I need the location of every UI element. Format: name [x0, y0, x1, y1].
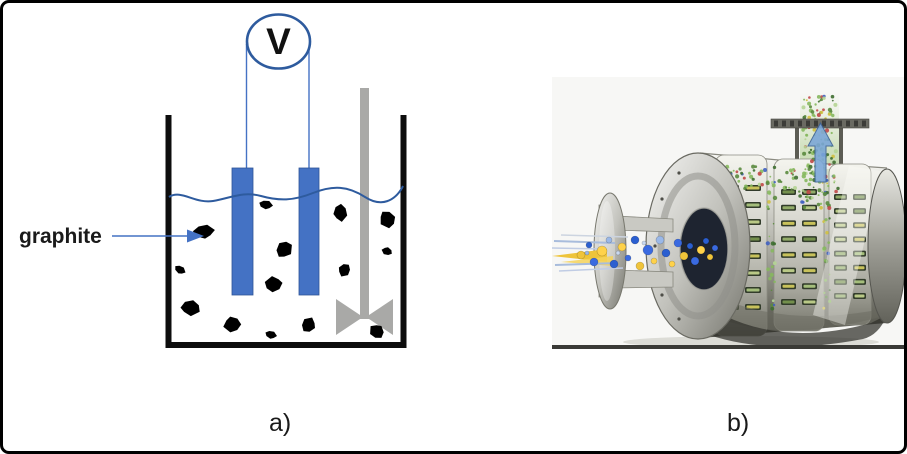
panel-b-caption: b)	[727, 409, 749, 437]
bolt-dot	[677, 171, 681, 175]
bolt-dot	[653, 244, 657, 248]
drum-shadow-soft	[689, 281, 887, 331]
drum-highlight	[813, 166, 881, 325]
electrode-left	[231, 167, 254, 296]
figure-canvas: V graphite a)	[19, 13, 904, 437]
outlet-up-arrow-icon	[807, 121, 834, 183]
graphite-particles	[175, 200, 396, 339]
bolt-dot	[677, 317, 681, 321]
bolt-dot	[660, 197, 664, 201]
graphite-arrowhead	[187, 229, 204, 243]
pipe-wall-left	[795, 127, 799, 181]
stirrer	[336, 88, 393, 335]
stirrer-blade-left	[336, 299, 363, 335]
panel-a-diagram: V graphite a)	[19, 13, 407, 437]
panel-b-photo: b)	[551, 77, 904, 437]
bolt-dot	[660, 293, 664, 297]
inlet-flange	[593, 192, 674, 310]
rotor-bands	[714, 154, 872, 337]
electrode-right	[298, 167, 320, 296]
stirrer-blade-right	[366, 299, 393, 335]
photo-baseline	[552, 345, 904, 349]
disc-ring	[657, 172, 739, 320]
drum-front-disc	[645, 152, 751, 340]
inlet-bead-stream	[551, 234, 719, 272]
pipe-wall-right	[839, 127, 843, 181]
disc-opening-rim	[679, 207, 729, 291]
panel-a-caption: a)	[269, 409, 291, 437]
graphite-label: graphite	[19, 225, 102, 248]
voltmeter-label: V	[266, 21, 291, 62]
drum-end-cap	[867, 168, 904, 324]
water-surface	[168, 185, 404, 204]
voltmeter-circle	[245, 13, 312, 70]
drum-shadow-dark	[689, 293, 887, 347]
outlet-flange	[770, 118, 870, 183]
outlet-flange-dashes	[774, 120, 866, 127]
stirrer-rod	[360, 88, 369, 319]
beaker	[165, 115, 407, 348]
